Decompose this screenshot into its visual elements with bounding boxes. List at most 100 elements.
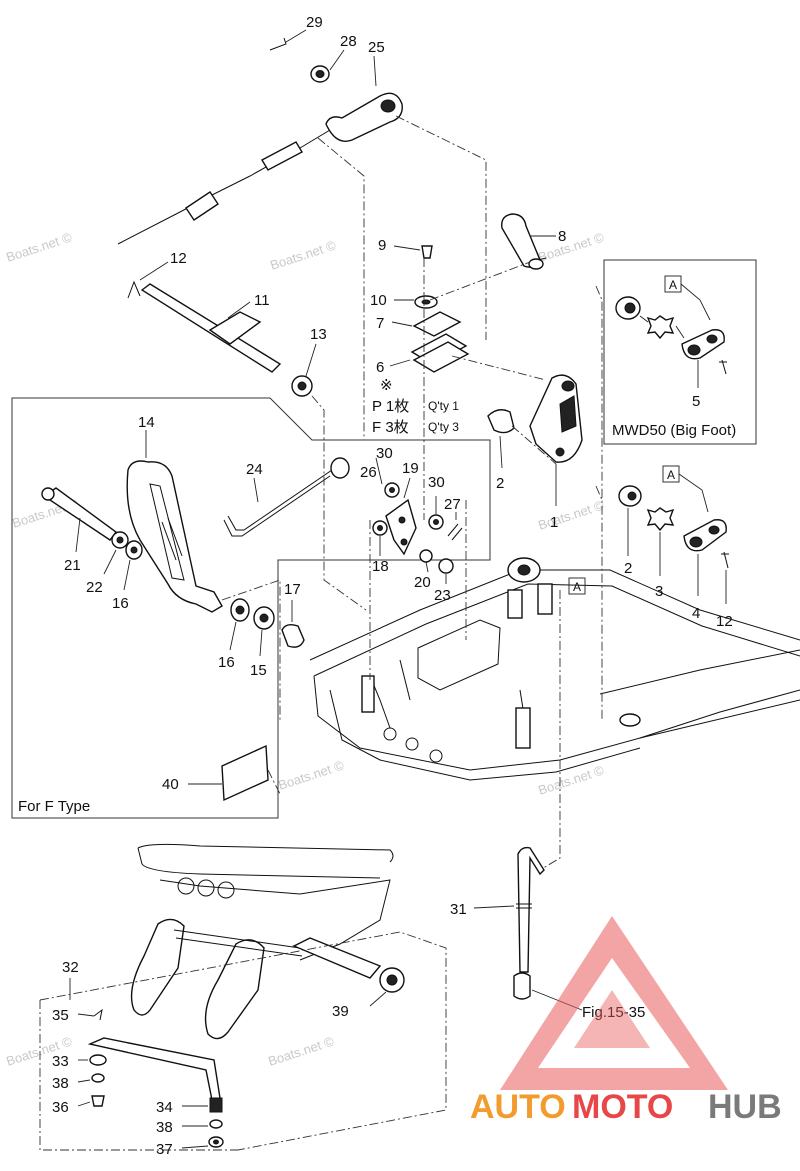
collar-icon xyxy=(513,972,531,1000)
washer-icon xyxy=(209,1119,223,1129)
cotter-pin-icon xyxy=(719,359,727,375)
star-washer-icon xyxy=(646,315,675,340)
callout-13: 13 xyxy=(310,326,327,343)
callout-38b: 38 xyxy=(156,1119,173,1136)
callout-21: 21 xyxy=(64,557,81,574)
f-type-label: For F Type xyxy=(18,798,90,815)
callout-7: 7 xyxy=(376,315,384,332)
f-type-frame: For F Type xyxy=(11,397,491,819)
callout-16: 16 xyxy=(112,595,129,612)
bracket-housing: A xyxy=(309,557,800,781)
clamp-arm-icon xyxy=(204,939,265,1040)
post-icon xyxy=(515,707,531,749)
cable-icon xyxy=(117,129,331,245)
cotter-pin-icon xyxy=(721,551,729,569)
middle-parts: 24 30 26 19 18 30 27 20 23 xyxy=(223,445,463,604)
link-icon xyxy=(681,329,725,360)
callout-1: 1 xyxy=(550,514,558,531)
f-type-outline xyxy=(11,397,491,819)
watermark: Boats.net © xyxy=(536,497,606,532)
callout-11: 11 xyxy=(254,292,270,309)
guide-lines xyxy=(221,115,603,871)
clip-icon xyxy=(93,1008,103,1021)
bushing-icon xyxy=(281,623,305,648)
shift-lever-assembly: 8 2 1 xyxy=(487,213,583,531)
callout-10: 10 xyxy=(370,292,387,309)
callout-36: 36 xyxy=(52,1099,69,1116)
callout-35: 35 xyxy=(52,1007,69,1024)
callout-40: 40 xyxy=(162,776,179,793)
callout-6: 6 xyxy=(376,359,384,376)
post-icon xyxy=(361,675,375,713)
shift-arm-icon xyxy=(529,374,583,463)
watermark: Boats.net © xyxy=(266,1033,336,1068)
grommet-icon xyxy=(209,1097,223,1113)
callout-18: 18 xyxy=(372,558,389,575)
callout-30b: 30 xyxy=(428,474,445,491)
qty-p: Q'ty 1 xyxy=(428,399,459,413)
callout-19: 19 xyxy=(402,460,419,477)
tilt-rod-icon xyxy=(223,475,331,537)
callout-28: 28 xyxy=(340,33,357,50)
marker-a: A xyxy=(669,278,677,292)
callout-29: 29 xyxy=(306,14,323,31)
qty-p-line: P 1枚 xyxy=(372,398,409,415)
watermark: Boats.net © xyxy=(276,757,346,792)
bushing-icon xyxy=(487,409,515,434)
qty-f: Q'ty 3 xyxy=(428,420,459,434)
callout-15: 15 xyxy=(250,662,267,679)
warning-triangle-icon xyxy=(500,916,728,1090)
callout-39: 39 xyxy=(332,1003,349,1020)
link-plate-icon xyxy=(385,498,417,556)
bolt-icon xyxy=(91,1095,105,1107)
marker-a: A xyxy=(573,580,581,594)
inset-title: MWD50 (Big Foot) xyxy=(612,422,736,439)
label-plate-icon xyxy=(221,744,269,802)
callout-5: 5 xyxy=(692,393,700,410)
callout-26: 26 xyxy=(360,464,377,481)
watermark: Boats.net © xyxy=(536,229,606,264)
marker-a: A xyxy=(667,468,675,482)
callout-12b: 12 xyxy=(716,613,733,630)
callout-9: 9 xyxy=(378,237,386,254)
callout-27: 27 xyxy=(444,496,461,513)
clip-icon xyxy=(127,280,141,299)
collar-icon xyxy=(438,558,454,574)
cable-assembly: 29 28 25 12 11 13 xyxy=(117,14,403,397)
callout-2b: 2 xyxy=(624,560,632,577)
tilt-rod-icon xyxy=(87,1037,221,1101)
watermark: Boats.net © xyxy=(268,237,338,272)
pin-icon xyxy=(447,523,463,541)
brand-moto: MOTO xyxy=(572,1088,673,1126)
shift-rod-icon xyxy=(140,283,282,373)
callout-31: 31 xyxy=(450,901,467,918)
washer-icon xyxy=(419,549,433,563)
collar-icon xyxy=(330,457,350,479)
inset-frame xyxy=(603,259,757,445)
brand-auto: AUTO xyxy=(470,1088,566,1126)
lower-assembly: 39 32 35 33 38 36 34 38 37 xyxy=(39,843,447,1158)
washer-icon xyxy=(91,1073,105,1083)
callout-32: 32 xyxy=(62,959,79,976)
callout-38: 38 xyxy=(52,1075,69,1092)
qty-f-line: F 3枚 xyxy=(372,419,409,436)
callout-8: 8 xyxy=(558,228,566,245)
callout-12: 12 xyxy=(170,250,187,267)
figure-ref: Fig.15-35 xyxy=(582,1004,645,1021)
callout-34: 34 xyxy=(156,1099,173,1116)
marker-a-box xyxy=(568,577,586,595)
link-icon xyxy=(683,519,727,552)
callout-14: 14 xyxy=(138,414,155,431)
callout-16b: 16 xyxy=(218,654,235,671)
brand-logo: AUTO MOTO HUB xyxy=(470,916,782,1126)
ref-mark: ※ xyxy=(380,377,393,394)
rod-31: 31 Fig.15-35 xyxy=(450,846,645,1021)
tilt-pin-icon xyxy=(517,846,545,973)
callout-25: 25 xyxy=(368,39,385,56)
brand-hub: HUB xyxy=(708,1088,782,1126)
callout-24: 24 xyxy=(246,461,263,478)
callout-22: 22 xyxy=(86,579,103,596)
callout-17: 17 xyxy=(284,581,301,598)
